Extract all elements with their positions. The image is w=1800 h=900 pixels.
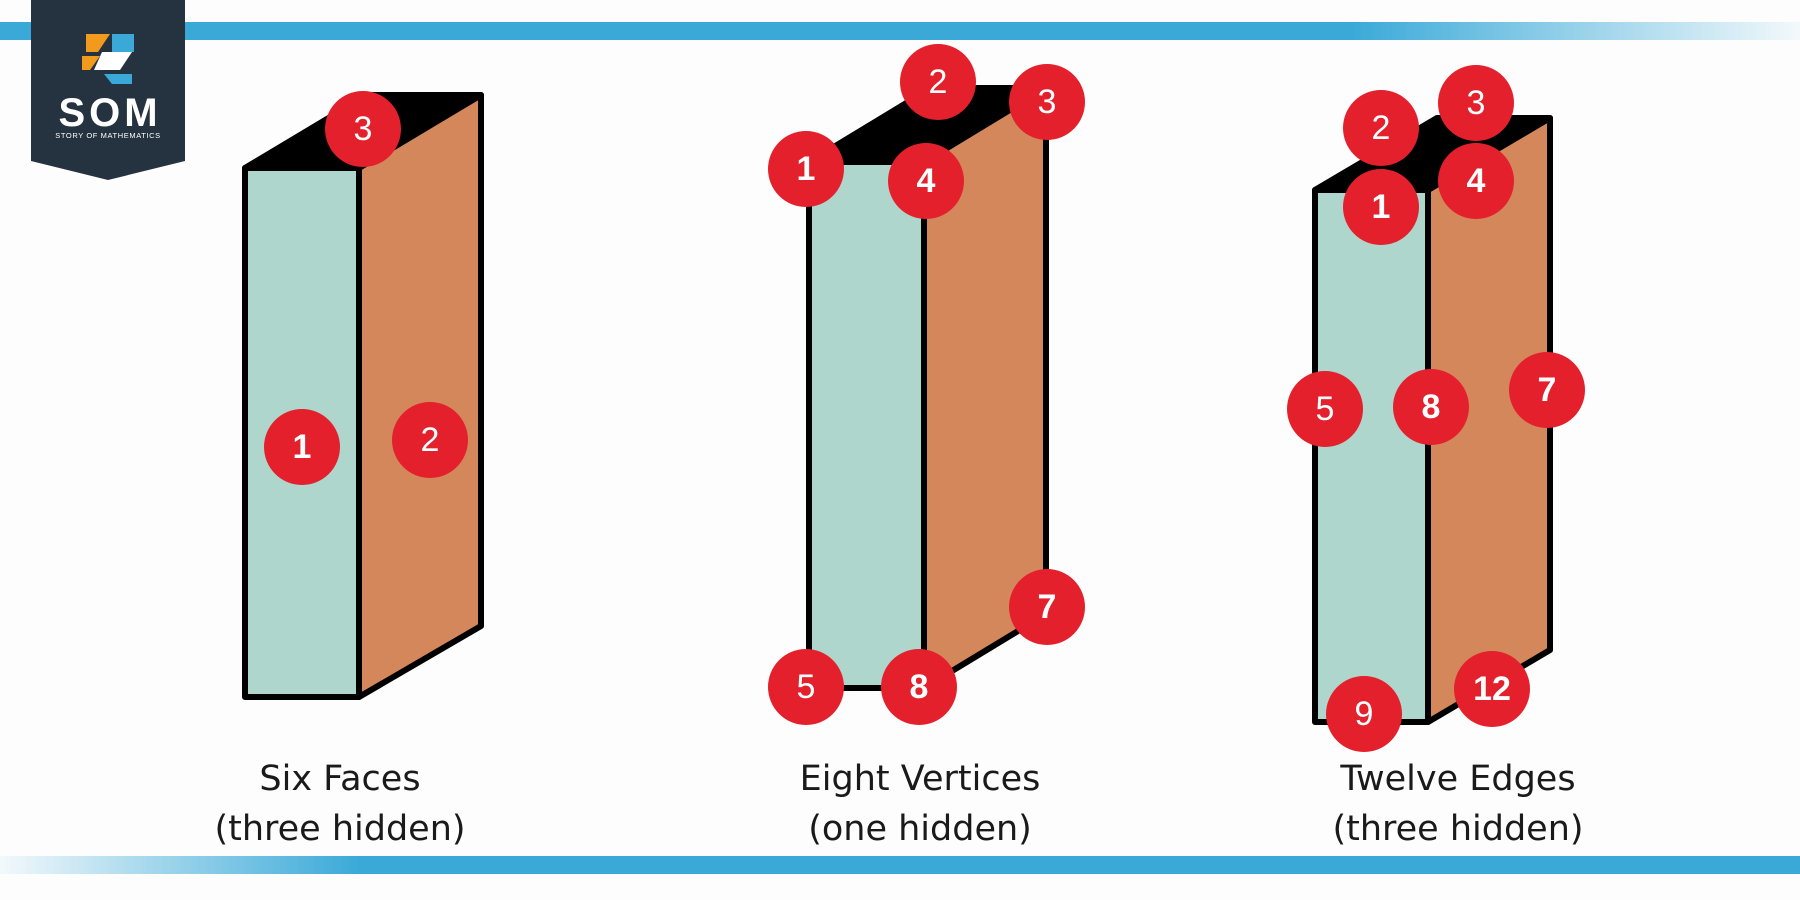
badge-number: 2 (1372, 109, 1391, 147)
cuboid-edges (1312, 115, 1553, 725)
badge-number: 4 (1467, 162, 1486, 200)
caption-line-1: Eight Vertices (800, 759, 1041, 799)
label-badge: 2 (1343, 90, 1419, 166)
bottom-band (0, 856, 1800, 874)
label-badge: 2 (900, 44, 976, 120)
badge-number: 1 (1372, 188, 1391, 226)
badge-number: 1 (293, 428, 312, 466)
label-badge: 3 (1438, 65, 1514, 141)
label-badge: 5 (768, 649, 844, 725)
label-badge: 1 (768, 131, 844, 207)
label-badge: 3 (1009, 64, 1085, 140)
label-badge: 1 (264, 409, 340, 485)
label-badge: 2 (392, 402, 468, 478)
label-badge: 5 (1287, 371, 1363, 447)
caption-line-1: Twelve Edges (1339, 759, 1575, 799)
badge-number: 9 (1355, 695, 1374, 733)
badge-number: 5 (797, 668, 816, 706)
side-face (356, 92, 484, 700)
label-badge: 4 (888, 143, 964, 219)
front-face (806, 159, 927, 691)
label-badge: 8 (1393, 369, 1469, 445)
label-badge: 3 (325, 91, 401, 167)
badge-number: 1 (797, 150, 816, 188)
badge-number: 7 (1538, 371, 1557, 409)
panel-six-faces: 1 2 3 Six Faces (three hidden) (214, 91, 484, 849)
label-badge: 7 (1009, 569, 1085, 645)
panel-eight-vertices: 1 2 3 4 5 7 8 Eight Vertices (one hidden… (768, 44, 1085, 849)
logo-pennant (31, 0, 185, 180)
badge-number: 4 (917, 162, 936, 200)
logo-mark-icon (82, 34, 134, 84)
badge-number: 2 (421, 421, 440, 459)
panel-twelve-edges: 1 2 3 4 5 7 8 9 (1287, 65, 1585, 849)
label-badge: 12 (1454, 651, 1530, 727)
badge-number: 5 (1316, 390, 1335, 428)
caption-line-2: (one hidden) (808, 809, 1032, 849)
badge-number: 12 (1473, 670, 1511, 708)
badge-number: 3 (1038, 83, 1057, 121)
label-badge: 8 (881, 649, 957, 725)
badge-number: 3 (354, 110, 373, 148)
logo-text: SOM (58, 91, 161, 135)
label-badge: 7 (1509, 352, 1585, 428)
caption-line-1: Six Faces (259, 759, 420, 799)
logo-subtitle: STORY OF MATHEMATICS (55, 131, 160, 140)
badge-number: 2 (929, 63, 948, 101)
label-badge: 4 (1438, 143, 1514, 219)
badge-number: 8 (1422, 388, 1441, 426)
som-logo: SOM STORY OF MATHEMATICS (31, 0, 185, 180)
cuboid-vertices (806, 85, 1049, 691)
top-band (0, 22, 1800, 40)
badge-number: 8 (910, 668, 929, 706)
caption-line-2: (three hidden) (214, 809, 465, 849)
label-badge: 1 (1343, 169, 1419, 245)
badge-number: 3 (1467, 84, 1486, 122)
front-face (1312, 187, 1431, 725)
label-badge: 9 (1326, 676, 1402, 752)
caption-line-2: (three hidden) (1332, 809, 1583, 849)
cuboid-faces (242, 92, 484, 700)
badge-number: 7 (1038, 588, 1057, 626)
